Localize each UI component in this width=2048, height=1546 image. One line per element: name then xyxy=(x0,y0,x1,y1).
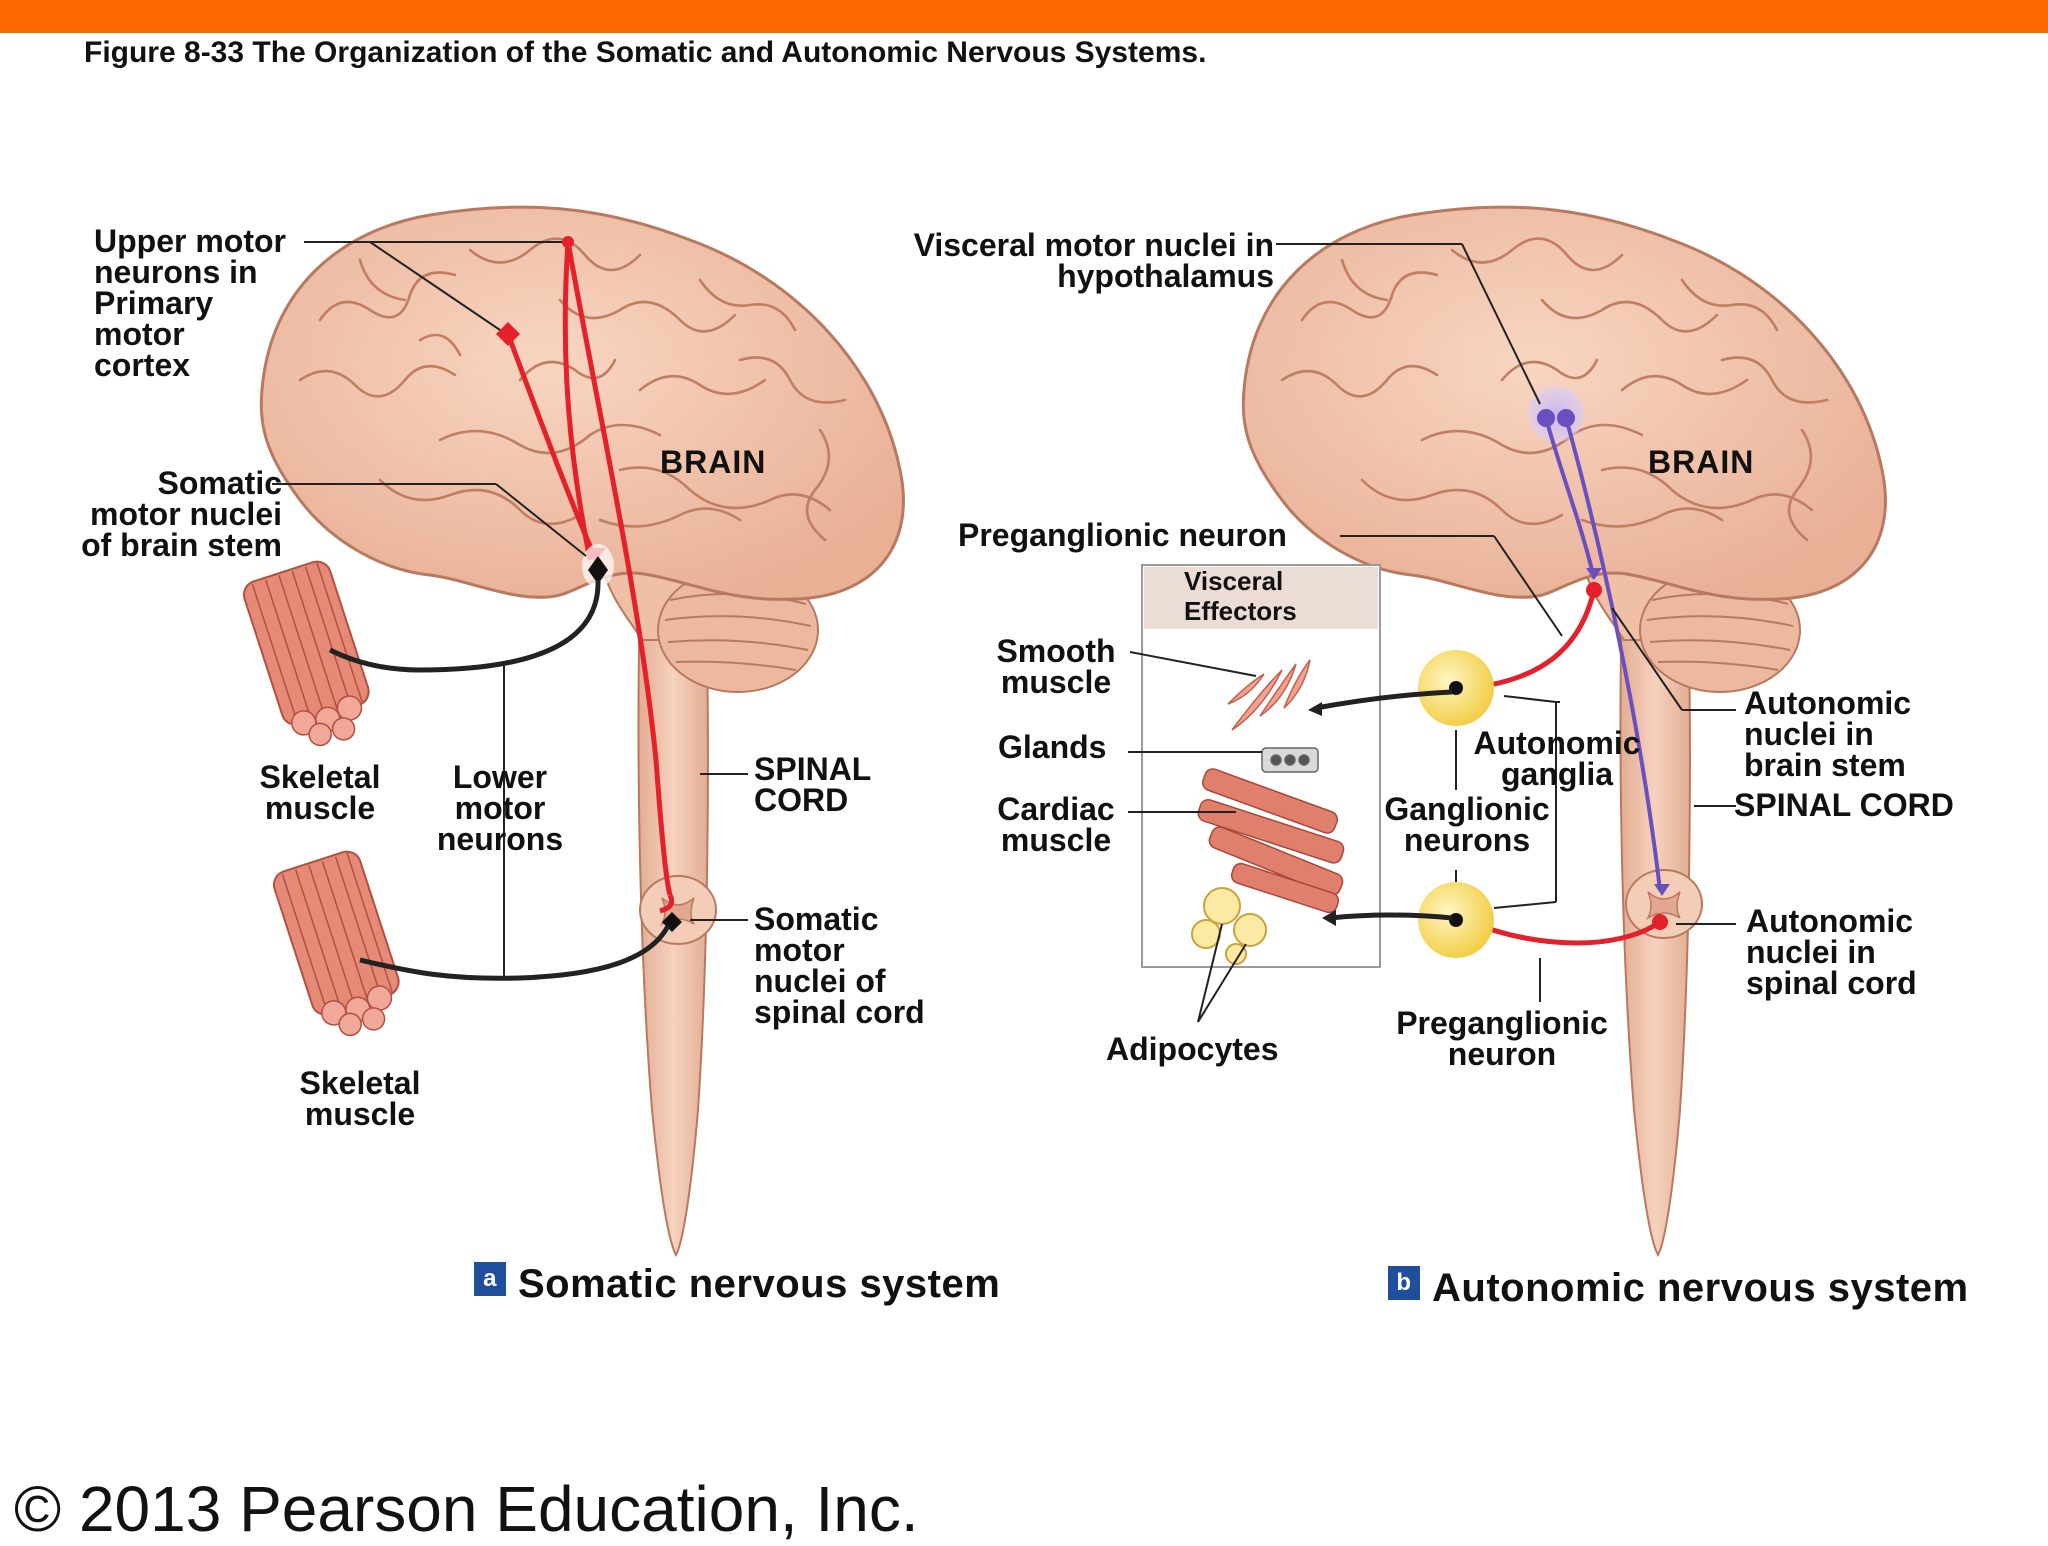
top-accent-bar xyxy=(0,0,2048,33)
label-brain-b: BRAIN xyxy=(1648,444,1755,480)
label-smooth-muscle: Smooth muscle xyxy=(996,633,1116,700)
label-glands: Glands xyxy=(998,729,1107,765)
effectors-box-title: Visceral Effectors xyxy=(1184,566,1297,626)
label-preganglionic-neuron-top: Preganglionic neuron xyxy=(958,517,1287,553)
visceral-effectors-box xyxy=(1141,564,1381,968)
panel-b-leader-lines xyxy=(1128,243,1736,1023)
label-spinal-cord-b: SPINAL CORD xyxy=(1734,787,1954,823)
copyright: © 2013 Pearson Education, Inc. xyxy=(14,1473,919,1545)
panel-a-title-text: Somatic nervous system xyxy=(518,1262,1001,1306)
spinal-cross-section-b xyxy=(1625,869,1703,939)
label-upper-motor-neurons: Upper motor neurons in Primary motor cor… xyxy=(94,223,286,383)
label-brain-a: BRAIN xyxy=(660,444,767,480)
label-spinal-cord-a: SPINAL CORD xyxy=(754,751,872,818)
label-preganglionic-neuron-bottom: Preganglionic neuron xyxy=(1396,1005,1608,1072)
label-cardiac-muscle: Cardiac muscle xyxy=(997,791,1115,858)
label-visceral-motor-nuclei: Visceral motor nuclei in hypothalamus xyxy=(913,227,1274,294)
panel-a-title: a Somatic nervous system xyxy=(474,1262,1000,1307)
spinal-cross-section-a xyxy=(639,875,717,945)
label-autonomic-nuclei-brainstem: Autonomic nuclei in brain stem xyxy=(1744,685,1912,783)
label-skeletal-muscle-upper: Skeletal muscle xyxy=(259,759,381,826)
panel-a-leader-lines xyxy=(272,241,748,978)
skeletal-muscle-upper xyxy=(242,560,370,747)
label-somatic-nuclei-spinal: Somatic motor nuclei of spinal cord xyxy=(754,901,925,1030)
autonomic-pathways xyxy=(1308,409,1670,958)
label-adipocytes: Adipocytes xyxy=(1106,1031,1279,1067)
label-ganglionic-neurons: Ganglionic neurons xyxy=(1384,791,1550,858)
panel-b-title-text: Autonomic nervous system xyxy=(1432,1266,1969,1310)
label-skeletal-muscle-lower: Skeletal muscle xyxy=(299,1065,421,1132)
badge-b: b xyxy=(1388,1268,1420,1301)
label-lower-motor-neurons: Lower motor neurons xyxy=(436,759,564,857)
label-autonomic-ganglia: Autonomic ganglia xyxy=(1473,725,1641,792)
figure-title: Figure 8-33 The Organization of the Soma… xyxy=(84,36,1207,69)
somatic-pathways xyxy=(328,236,682,981)
badge-a: a xyxy=(474,1264,506,1297)
skeletal-muscle-lower xyxy=(272,850,400,1037)
label-somatic-nuclei-brainstem: Somatic motor nuclei of brain stem xyxy=(81,465,282,563)
panel-b-title: b Autonomic nervous system xyxy=(1388,1266,1969,1311)
label-autonomic-nuclei-spinal: Autonomic nuclei in spinal cord xyxy=(1746,903,1917,1001)
